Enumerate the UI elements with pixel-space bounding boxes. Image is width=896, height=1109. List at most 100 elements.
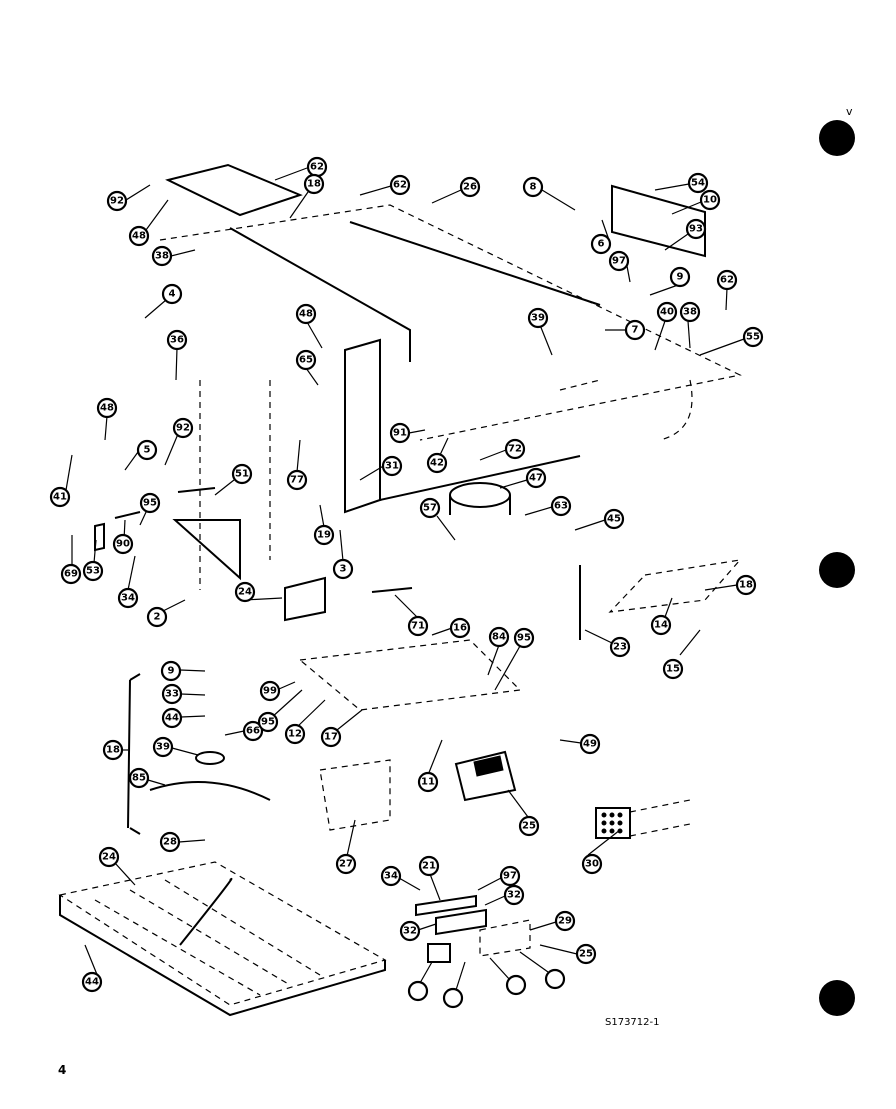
svg-text:44: 44 — [165, 713, 179, 724]
callout-10: 6 — [590, 219, 612, 255]
callout-61: 17 — [320, 709, 363, 748]
base-duct-curve — [179, 877, 233, 946]
door-switch — [427, 943, 451, 963]
callout-22: 40 — [654, 301, 678, 351]
callout-15: 36 — [166, 329, 188, 381]
callout-30: 31 — [359, 455, 403, 481]
svg-text:26: 26 — [463, 182, 477, 193]
right-mount-plate — [608, 559, 742, 613]
svg-text:14: 14 — [654, 620, 668, 631]
triangular-bracket — [172, 519, 241, 581]
callout-65: 18 — [102, 739, 128, 761]
svg-text:17: 17 — [324, 732, 338, 743]
right-bracket — [611, 184, 706, 258]
callout-68: 30 — [581, 829, 621, 875]
svg-text:53: 53 — [86, 566, 100, 577]
latch-rod — [114, 511, 141, 519]
svg-text:54: 54 — [691, 178, 705, 189]
svg-text:32: 32 — [403, 926, 417, 937]
svg-text:62: 62 — [310, 162, 324, 173]
svg-text:45: 45 — [607, 514, 621, 525]
svg-text:48: 48 — [132, 231, 146, 242]
svg-text:19: 19 — [317, 530, 331, 541]
callout-41: 69 — [60, 535, 82, 585]
callout-36: 63 — [524, 495, 572, 517]
callout-17: 39 — [527, 307, 553, 356]
chassis-center — [298, 639, 522, 711]
callout-63: 95 — [494, 627, 535, 691]
callout-67: 11 — [417, 739, 443, 793]
svg-text:36: 36 — [170, 335, 184, 346]
page-number: 4 — [58, 1063, 66, 1077]
callout-55: 44 — [161, 707, 206, 729]
callout-82 — [442, 961, 466, 1009]
callout-44: 24 — [234, 581, 283, 603]
callout-40: 53 — [82, 539, 104, 582]
stirrer-blade — [149, 781, 271, 801]
svg-text:90: 90 — [116, 539, 130, 550]
svg-text:84: 84 — [492, 632, 506, 643]
svg-text:24: 24 — [102, 852, 116, 863]
callout-69: 25 — [507, 789, 540, 837]
part-outlines — [58, 163, 742, 1017]
svg-text:93: 93 — [689, 224, 703, 235]
callout-52: 16 — [431, 617, 471, 639]
fan-hub — [449, 482, 511, 508]
svg-text:30: 30 — [585, 859, 599, 870]
callout-70: 28 — [159, 831, 206, 853]
svg-text:44: 44 — [85, 977, 99, 988]
callout-50: 15 — [662, 629, 701, 680]
svg-text:95: 95 — [517, 633, 531, 644]
svg-text:18: 18 — [106, 745, 120, 756]
callout-49: 14 — [650, 597, 673, 636]
svg-text:32: 32 — [507, 890, 521, 901]
center-partition — [344, 338, 381, 514]
svg-text:18: 18 — [739, 580, 753, 591]
transformer — [454, 750, 517, 802]
svg-text:48: 48 — [100, 403, 114, 414]
callout-16: 65 — [295, 349, 319, 386]
callout-46: 3 — [332, 529, 354, 580]
svg-text:92: 92 — [110, 196, 124, 207]
callout-79: 25 — [539, 943, 597, 965]
base-pan-edge — [59, 895, 386, 1017]
callout-28: 51 — [214, 463, 253, 496]
callout-48: 18 — [704, 574, 757, 596]
svg-text:15: 15 — [666, 664, 680, 675]
callout-26: 5 — [124, 439, 158, 471]
svg-text:38: 38 — [155, 251, 169, 262]
callout-34: 72 — [479, 438, 526, 461]
callout-4: 62 — [359, 174, 411, 196]
capacitor-box — [319, 759, 391, 831]
svg-text:21: 21 — [422, 861, 436, 872]
callout-32: 42 — [426, 437, 449, 474]
callout-58: 99 — [259, 680, 296, 702]
side-wall — [199, 380, 271, 590]
callout-23: 38 — [679, 301, 701, 349]
callout-31: 91 — [389, 422, 426, 444]
terminal-block — [595, 807, 631, 839]
svg-text:4: 4 — [169, 289, 176, 300]
callout-45: 19 — [313, 504, 335, 546]
svg-text:2: 2 — [154, 612, 161, 623]
callout-13: 4 — [144, 283, 183, 319]
svg-text:92: 92 — [176, 423, 190, 434]
svg-text:6: 6 — [598, 239, 605, 250]
svg-text:55: 55 — [746, 332, 760, 343]
svg-text:41: 41 — [53, 492, 67, 503]
right-housing — [559, 379, 693, 441]
switch-bracket — [479, 919, 531, 957]
callout-20: 62 — [716, 269, 738, 311]
callout-59: 95 — [257, 689, 303, 733]
top-cover-plate — [165, 163, 303, 217]
svg-text:7: 7 — [632, 325, 639, 336]
callout-78: 29 — [529, 910, 576, 932]
callout-7: 54 — [654, 172, 709, 194]
svg-text:25: 25 — [579, 949, 593, 960]
svg-text:39: 39 — [156, 742, 170, 753]
svg-text:62: 62 — [720, 275, 734, 286]
callout-73: 34 — [380, 865, 421, 891]
callout-8: 10 — [671, 189, 721, 215]
callout-37: 45 — [574, 508, 625, 531]
